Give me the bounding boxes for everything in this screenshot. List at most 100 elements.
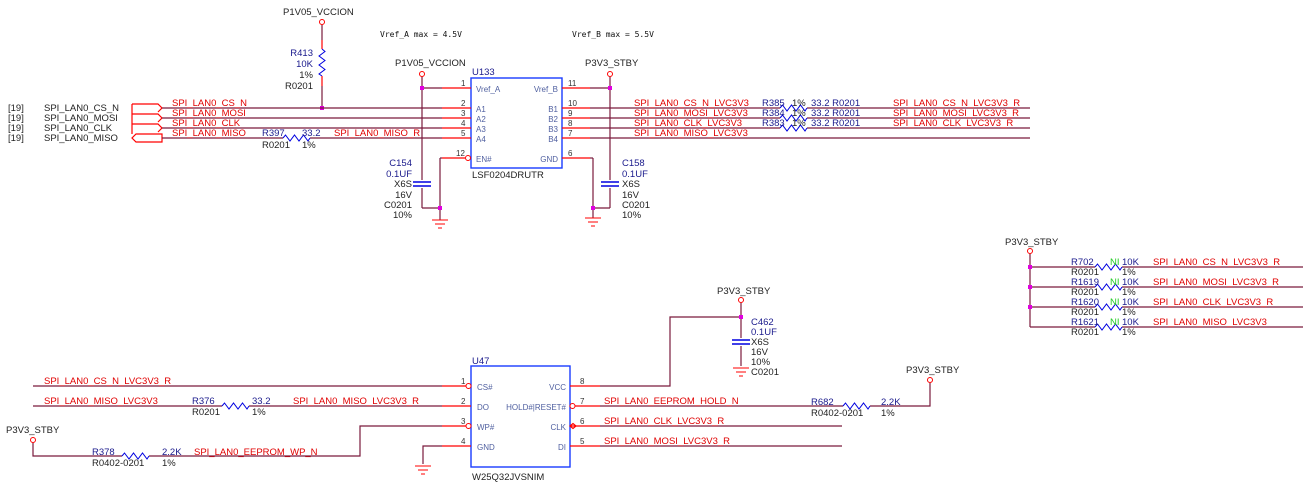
power-label-p1v05: P1V05_VCCION xyxy=(283,7,354,18)
value: 33.2 xyxy=(302,128,321,139)
net-label: SPI_LAN0_CS_N_LVC3V3_R xyxy=(44,376,171,387)
power-label: P3V3_STBY xyxy=(717,286,771,297)
package: R0402-0201 xyxy=(92,458,144,469)
schematic-label: C158 xyxy=(622,158,645,169)
schematic-label: SPI_LAN0_MISO xyxy=(44,133,118,144)
net-label: SPI_LAN0_MISO_LVC3V3 xyxy=(634,128,748,139)
c158-labels: C158 0.1UF X6S 16V C0201 10% xyxy=(622,158,650,221)
capacitor-c154[interactable] xyxy=(412,181,432,187)
wire xyxy=(422,445,442,464)
schematic-label: 1% xyxy=(792,98,806,109)
ic-u47[interactable] xyxy=(470,365,571,468)
schematic-label: DI xyxy=(558,443,566,452)
schematic-label: C154 xyxy=(389,158,412,169)
schematic-label: 2 xyxy=(461,99,466,108)
schematic-label: VCC xyxy=(549,383,566,392)
schematic-label: 10% xyxy=(622,210,642,221)
package: R0201 xyxy=(192,407,220,418)
net-label: SPI_LAN0_EEPROM_HOLD_N xyxy=(604,396,739,407)
value: 2.2K xyxy=(881,397,901,408)
schematic-label: 10K xyxy=(1122,297,1140,308)
net-label: SPI_LAN0_MOSI_LVC3V3_R xyxy=(604,436,730,447)
vref-a-note: Vref_A max = 4.5V xyxy=(380,30,462,39)
schematic-label: X6S xyxy=(751,337,769,348)
schematic-label: 10% xyxy=(393,210,413,221)
net-label: SPI_LAN0_MISO xyxy=(172,128,246,139)
schematic-label: SPI_LAN0_CS_N xyxy=(44,103,119,114)
schematic-label: R1619 xyxy=(1071,277,1099,288)
schematic-label: 1% xyxy=(792,108,806,119)
schematic-label: 33.2 R0201 xyxy=(811,98,860,109)
part-number: LSF0204DRUTR xyxy=(472,170,544,181)
offpage-connectors: [19]SPI_LAN0_CS_N [19]SPI_LAN0_MOSI [19]… xyxy=(8,103,163,144)
junction-dot xyxy=(1028,265,1032,269)
schematic-label: C0201 xyxy=(384,200,412,211)
schematic-label: R383 xyxy=(762,118,785,129)
schematic-label: [19] xyxy=(8,103,24,114)
value: 2.2K xyxy=(162,447,182,458)
schematic-label: 1 xyxy=(461,79,466,88)
capacitor-c158[interactable] xyxy=(600,181,620,187)
schematic-label: 10K xyxy=(1122,277,1140,288)
schematic-label: 0.1UF xyxy=(622,169,648,180)
schematic-label: Vref_B xyxy=(534,85,558,94)
power-symbol xyxy=(738,297,744,303)
power-symbol xyxy=(927,377,933,383)
part-number: W25Q32JVSNIM xyxy=(472,472,544,483)
schematic-label: 10% xyxy=(751,357,771,368)
schematic-label: X6S xyxy=(622,179,640,190)
pin-marker xyxy=(465,155,471,161)
schematic-label: 12 xyxy=(456,149,465,158)
pin-marker xyxy=(131,103,163,143)
capacitor-c462[interactable] xyxy=(731,339,751,345)
schematic-label: 6 xyxy=(580,417,585,426)
schematic-label: 0.1UF xyxy=(386,169,412,180)
schematic-label: 3 xyxy=(461,417,466,426)
schematic-label: B1 xyxy=(548,105,558,114)
schematic-label: 1% xyxy=(792,118,806,129)
schematic-label: 33.2 R0201 xyxy=(811,108,860,119)
power-symbol xyxy=(30,437,36,443)
schematic-label: R1621 xyxy=(1071,317,1099,328)
resistor-r413[interactable] xyxy=(318,48,326,77)
schematic-label: 16V xyxy=(751,347,769,358)
schematic-label: NI xyxy=(1110,297,1120,308)
power-symbol xyxy=(319,19,325,25)
ic-u133[interactable] xyxy=(470,77,563,169)
junction-dot xyxy=(591,206,595,210)
schematic-label: DO xyxy=(477,403,489,412)
schematic-label: 10 xyxy=(568,99,577,108)
schematic-label: B4 xyxy=(548,135,558,144)
schematic-label: 10K xyxy=(1122,317,1140,328)
tolerance: 1% xyxy=(302,140,316,151)
net-label: SPI_LAN0_MOSI_LVC3V3_R xyxy=(1153,277,1279,288)
schematic-label: WP# xyxy=(477,423,495,432)
schematic-label: 8 xyxy=(568,119,573,128)
net-label: SPI_LAN0_CS_N_LVC3V3 xyxy=(634,98,749,109)
schematic-label: NI xyxy=(1110,257,1120,268)
pin-marker xyxy=(569,422,577,430)
schematic-label: GND xyxy=(540,155,558,164)
schematic-label: A1 xyxy=(476,105,486,114)
net-label: SPI_LAN0_CLK_LVC3V3_R xyxy=(604,416,724,427)
schematic-label: R0201 xyxy=(1071,307,1099,318)
refdes: U47 xyxy=(472,356,489,367)
schematic-label: C0201 xyxy=(622,200,650,211)
net-label: SPI_LAN0_MOSI xyxy=(172,108,246,119)
wire xyxy=(600,316,741,387)
net-label: SPI_LAN0_MISO_R xyxy=(334,128,420,139)
junction-dot xyxy=(1028,305,1032,309)
schematic-label: 4 xyxy=(461,437,466,446)
refdes: R413 xyxy=(290,48,313,59)
schematic-label: 2 xyxy=(461,397,466,406)
schematic-label: SPI_LAN0_CLK xyxy=(44,123,113,134)
c462-labels: C462 0.1UF X6S 16V 10% C0201 xyxy=(751,317,779,378)
schematic-label: HOLD#|RESET# xyxy=(506,403,566,412)
schematic-label: R1620 xyxy=(1071,297,1099,308)
resistor-r376[interactable] xyxy=(221,402,250,410)
package: R0201 xyxy=(285,81,313,92)
schematic-label: R702 xyxy=(1071,257,1094,268)
